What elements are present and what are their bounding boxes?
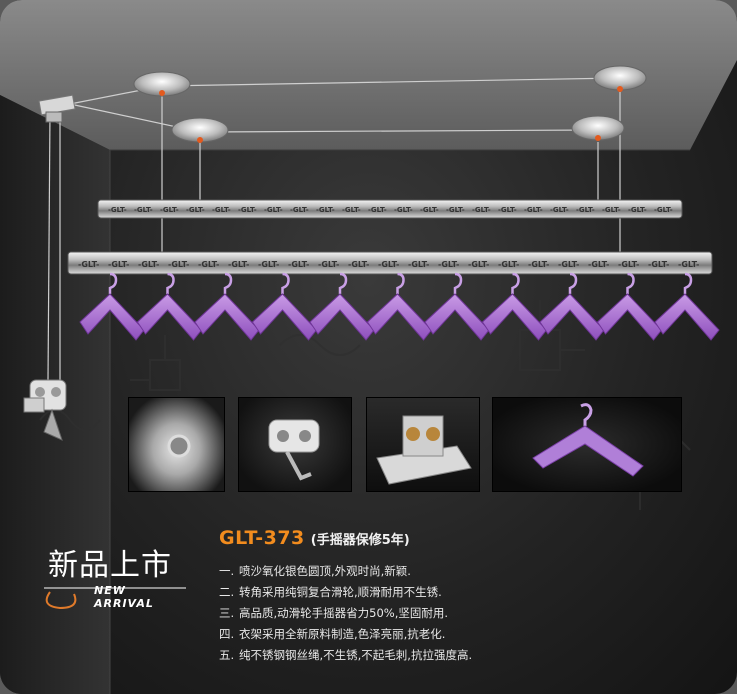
- badge-english-text: NEW ARRIVAL: [94, 584, 154, 610]
- rail-mark: -GLT-: [264, 206, 283, 214]
- rail-mark: -GLT-: [368, 206, 387, 214]
- feature-text: 纯不锈钢钢丝绳,不生锈,不起毛刺,抗拉强度高.: [239, 648, 473, 662]
- rail-mark: -GLT-: [78, 260, 99, 269]
- hanger: [251, 272, 318, 341]
- purple-hangers: [79, 272, 720, 341]
- rail-mark: -GLT-: [654, 206, 673, 214]
- model-warranty-note: (手摇器保修5年): [310, 533, 410, 548]
- rail-mark: -GLT-: [602, 206, 621, 214]
- feature-text: 喷沙氧化银色圆顶,外观时尚,新颖.: [239, 564, 411, 578]
- rail-mark: -GLT-: [318, 260, 339, 269]
- rail-mark: -GLT-: [498, 260, 519, 269]
- feature-number: 一.: [219, 564, 235, 578]
- hand-crank-photo: [238, 397, 352, 492]
- hanger: [194, 272, 260, 341]
- rail-mark: -GLT-: [342, 206, 361, 214]
- badge-chinese-text: 新品上市: [48, 548, 172, 583]
- rail-mark: -GLT-: [198, 260, 219, 269]
- rail-mark: -GLT-: [588, 260, 609, 269]
- rail-mark: -GLT-: [168, 260, 189, 269]
- rail-mark: -GLT-: [678, 260, 699, 269]
- purple-hanger-photo: [492, 397, 682, 492]
- rail-mark: -GLT-: [228, 260, 249, 269]
- feature-item: 二. 转角采用纯铜复合滑轮,顺滑耐用不生锈.: [219, 584, 472, 605]
- new-arrival-badge: 新品上市 NEW ARRIVAL: [36, 540, 186, 610]
- rail-mark: -GLT-: [498, 206, 517, 214]
- feature-number: 五.: [219, 648, 235, 662]
- ceiling: [0, 0, 737, 150]
- rail-mark: -GLT-: [528, 260, 549, 269]
- hanger: [596, 272, 663, 341]
- rail-mark: -GLT-: [558, 260, 579, 269]
- rail-mark: -GLT-: [524, 206, 543, 214]
- rail-mark: -GLT-: [408, 260, 429, 269]
- rail-mark: -GLT-: [186, 206, 205, 214]
- rail-mark: -GLT-: [108, 206, 127, 214]
- rail-mark: -GLT-: [628, 206, 647, 214]
- rail-mark: -GLT-: [258, 260, 279, 269]
- rail-mark: -GLT-: [576, 206, 595, 214]
- back-rail: -GLT- -GLT- -GLT- -GLT- -GLT- -GLT- -GLT- -GLT-…: [97, 199, 683, 219]
- front-rail: -GLT- -GLT- -GLT- -GLT- -GLT- -GLT- -GLT- -GLT-…: [67, 251, 713, 275]
- model-code: GLT-373: [219, 527, 305, 549]
- feature-list: 一. 喷沙氧化银色圆顶,外观时尚,新颖. 二. 转角采用纯铜复合滑轮,顺滑耐用不生锈…: [219, 563, 472, 668]
- hanger: [424, 272, 490, 341]
- feature-item: 四. 衣架采用全新原料制造,色泽亮丽,抗老化.: [219, 626, 472, 647]
- feature-text: 转角采用纯铜复合滑轮,顺滑耐用不生锈.: [239, 585, 442, 599]
- rail-mark: -GLT-: [420, 206, 439, 214]
- corner-pulley: [38, 94, 76, 123]
- hand-crank: [23, 379, 67, 441]
- rail-mark: -GLT-: [468, 260, 489, 269]
- feature-text: 衣架采用全新原料制造,色泽亮丽,抗老化.: [239, 627, 446, 641]
- hanger: [481, 272, 548, 341]
- feature-item: 三. 高品质,动滑轮手摇器省力50%,坚固耐用.: [219, 605, 472, 626]
- hanger: [136, 272, 203, 341]
- rail-mark: -GLT-: [550, 206, 569, 214]
- rail-mark: -GLT-: [108, 260, 129, 269]
- rail-mark: -GLT-: [472, 206, 491, 214]
- ceiling-domes: [133, 65, 647, 143]
- hanger: [366, 272, 433, 341]
- rail-mark: -GLT-: [446, 206, 465, 214]
- feature-number: 三.: [219, 606, 235, 620]
- feature-number: 二.: [219, 585, 235, 599]
- feature-number: 四.: [219, 627, 235, 641]
- hanger: [309, 272, 375, 341]
- rail-mark: -GLT-: [138, 260, 159, 269]
- corner-pulley-photo: [366, 397, 480, 492]
- rail-mark: -GLT-: [238, 206, 257, 214]
- hanger: [539, 272, 605, 341]
- wire-ropes: [47, 77, 621, 381]
- rail-mark: -GLT-: [438, 260, 459, 269]
- rail-mark: -GLT-: [160, 206, 179, 214]
- model-title: GLT-373 (手摇器保修5年): [219, 527, 410, 549]
- rail-mark: -GLT-: [648, 260, 669, 269]
- feature-text: 高品质,动滑轮手摇器省力50%,坚固耐用.: [239, 606, 449, 620]
- rail-mark: -GLT-: [288, 260, 309, 269]
- rail-mark: -GLT-: [378, 260, 399, 269]
- dome-pulley-photo: [128, 397, 225, 492]
- hanger: [654, 272, 720, 341]
- rail-mark: -GLT-: [290, 206, 309, 214]
- feature-item: 五. 纯不锈钢钢丝绳,不生锈,不起毛刺,抗拉强度高.: [219, 647, 472, 668]
- hanger: [79, 272, 145, 341]
- rail-mark: -GLT-: [134, 206, 153, 214]
- rail-mark: -GLT-: [212, 206, 231, 214]
- rail-mark: -GLT-: [348, 260, 369, 269]
- rail-mark: -GLT-: [316, 206, 335, 214]
- rail-mark: -GLT-: [618, 260, 639, 269]
- badge-swirl: [44, 587, 186, 610]
- rail-mark: -GLT-: [394, 206, 413, 214]
- feature-item: 一. 喷沙氧化银色圆顶,外观时尚,新颖.: [219, 563, 472, 584]
